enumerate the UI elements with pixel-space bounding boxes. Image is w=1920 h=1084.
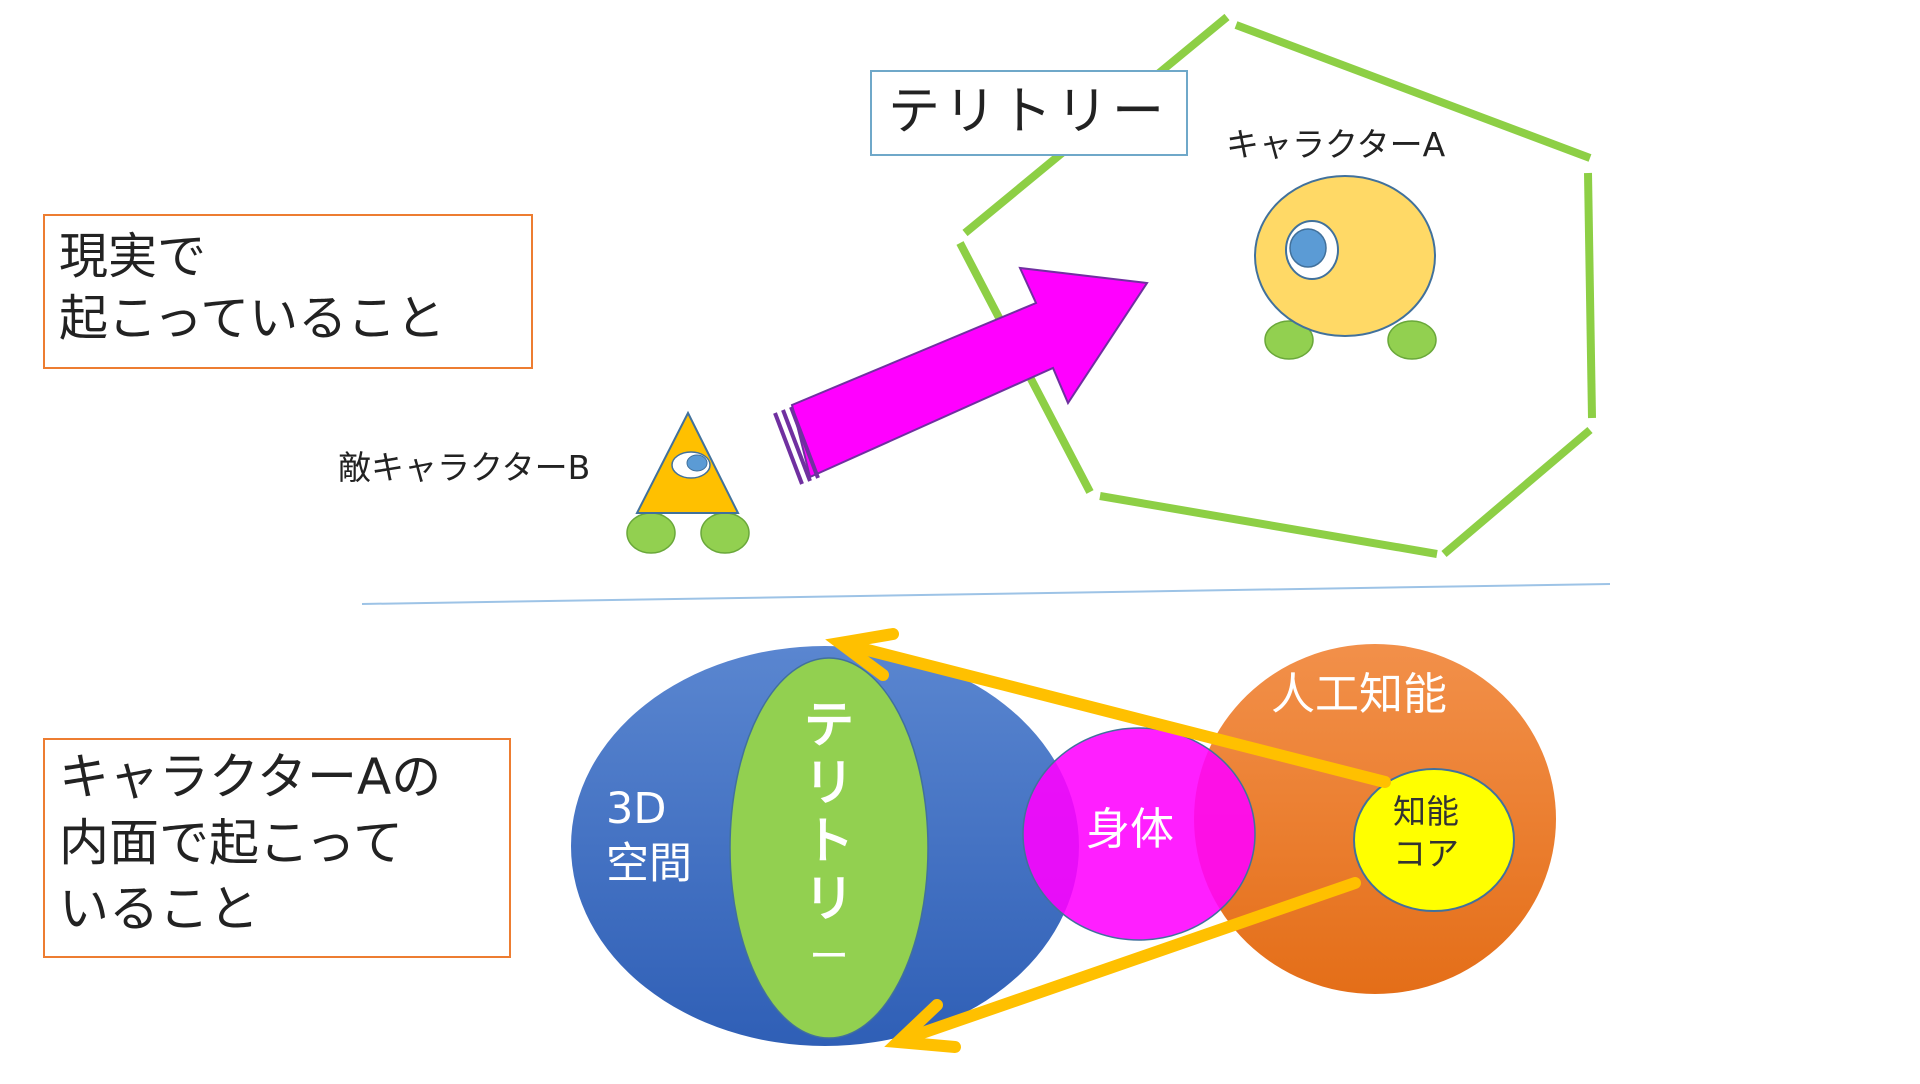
territory-vertical-label: テ リ ト リ ー [795,696,863,986]
core-label-line-1: 知能 [1393,792,1459,831]
core-label-line-2: コア [1393,834,1459,873]
inner-label-box: キャラクターAの 内面で起こって いること [43,738,511,958]
territory-char-1: テ [804,696,854,754]
section-divider [361,583,1611,605]
reality-label-line-1: 現実で [59,228,207,285]
body-circle [1022,727,1256,941]
territory-char-3: ト [804,812,854,870]
body-label: 身体 [1086,804,1174,855]
inner-label-line-2: 内面で起こって [59,814,403,872]
territory-title: テリトリー [888,82,1169,142]
reality-label-line-2: 起こっていること [59,290,446,347]
territory-char-5: ー [809,934,849,980]
territory-char-4: リ [804,870,854,928]
flow-arrow-to-territory [825,628,1391,788]
space-3d-label-line-2: 空間 [606,839,692,889]
space-3d-label-line-1: 3D [606,784,667,834]
ai-label: 人工知能 [1271,669,1447,720]
character-a-label: キャラクターA [1226,125,1446,164]
flow-arrow-from-core [884,877,1361,1053]
territory-char-2: リ [804,754,854,812]
inner-diagram [571,628,1556,1053]
reality-label-box: 現実で 起こっていること [43,214,533,369]
enemy-b-figure [626,410,750,554]
inner-label-line-3: いること [59,880,259,938]
core-circle [1353,768,1515,912]
character-a-figure [1254,175,1437,360]
territory-ellipse [729,657,929,1039]
inner-label-line-1: キャラクターAの [59,748,442,806]
approach-arrow [773,266,1149,485]
territory-title-box: テリトリー [870,70,1188,156]
enemy-b-label: 敵キャラクターB [338,448,591,487]
